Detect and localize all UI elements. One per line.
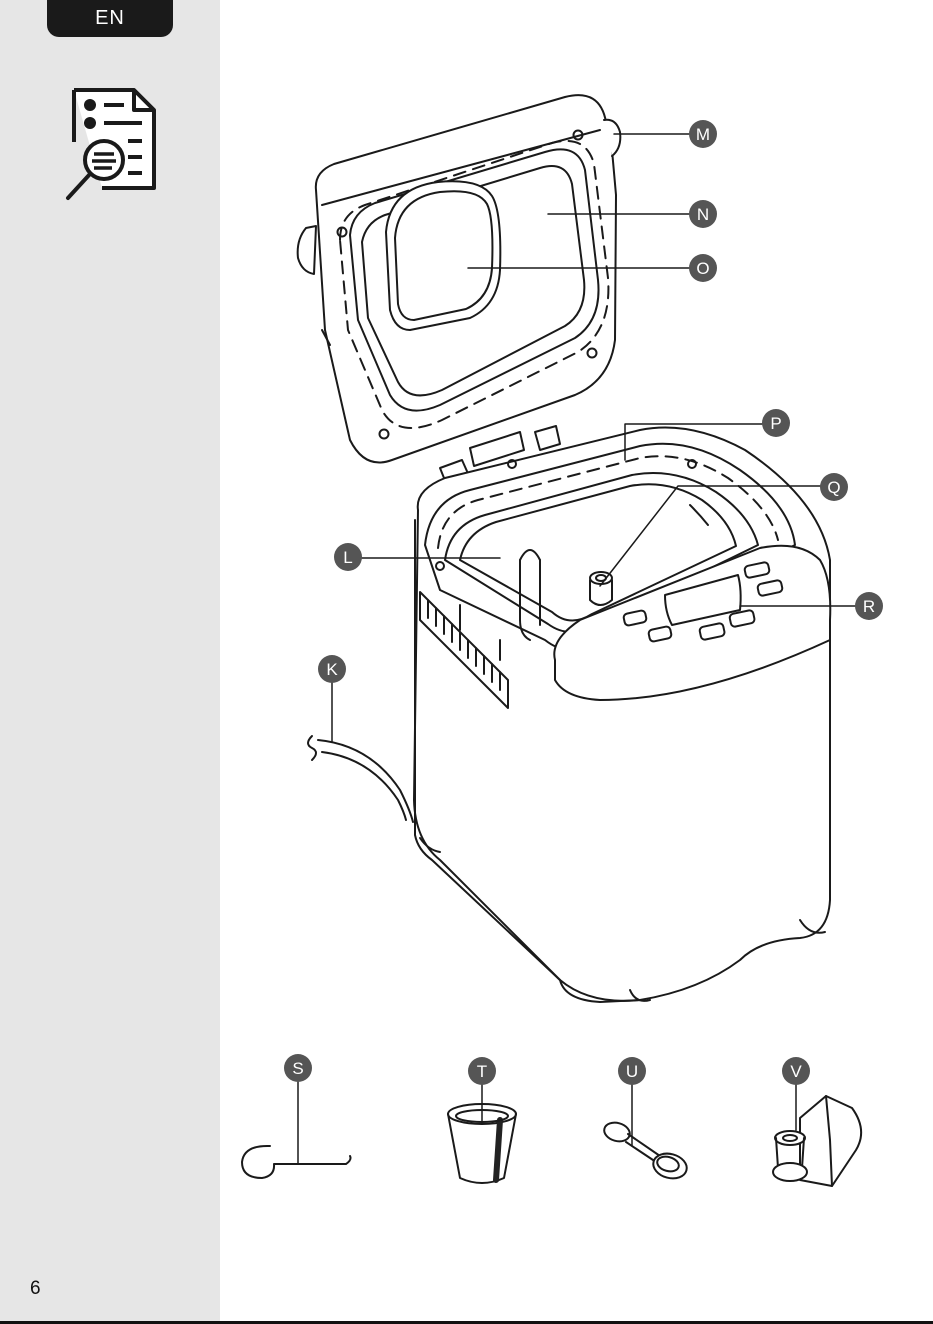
- lid: [298, 95, 621, 462]
- svg-text:U: U: [626, 1062, 638, 1081]
- svg-text:L: L: [343, 548, 352, 567]
- callout-s: S: [284, 1054, 312, 1082]
- sidebar: EN 6: [0, 0, 220, 1324]
- svg-text:V: V: [790, 1062, 802, 1081]
- svg-text:R: R: [863, 597, 875, 616]
- svg-text:M: M: [696, 125, 710, 144]
- callout-q: Q: [820, 473, 848, 501]
- svg-text:T: T: [477, 1062, 487, 1081]
- accessory-hook: [242, 1146, 351, 1178]
- svg-text:K: K: [326, 660, 338, 679]
- callout-k: K: [318, 655, 346, 683]
- bread-maker-illustration: M N O P Q R L K: [220, 0, 933, 1324]
- callout-u: U: [618, 1057, 646, 1085]
- svg-text:S: S: [292, 1059, 303, 1078]
- svg-text:P: P: [770, 414, 781, 433]
- callout-r: R: [855, 592, 883, 620]
- callout-l: L: [334, 543, 362, 571]
- svg-text:N: N: [697, 205, 709, 224]
- language-badge: EN: [47, 0, 173, 37]
- accessory-kneading-paddle: [773, 1096, 861, 1186]
- accessory-measuring-spoon: [602, 1120, 689, 1182]
- svg-text:O: O: [696, 259, 709, 278]
- document-magnifier-icon: [62, 84, 160, 204]
- callout-p: P: [762, 409, 790, 437]
- power-cord: [308, 736, 413, 822]
- svg-text:Q: Q: [827, 478, 840, 497]
- callout-n: N: [689, 200, 717, 228]
- callout-o: O: [689, 254, 717, 282]
- callout-v: V: [782, 1057, 810, 1085]
- callout-m: M: [689, 120, 717, 148]
- callout-t: T: [468, 1057, 496, 1085]
- page-number: 6: [30, 1278, 41, 1300]
